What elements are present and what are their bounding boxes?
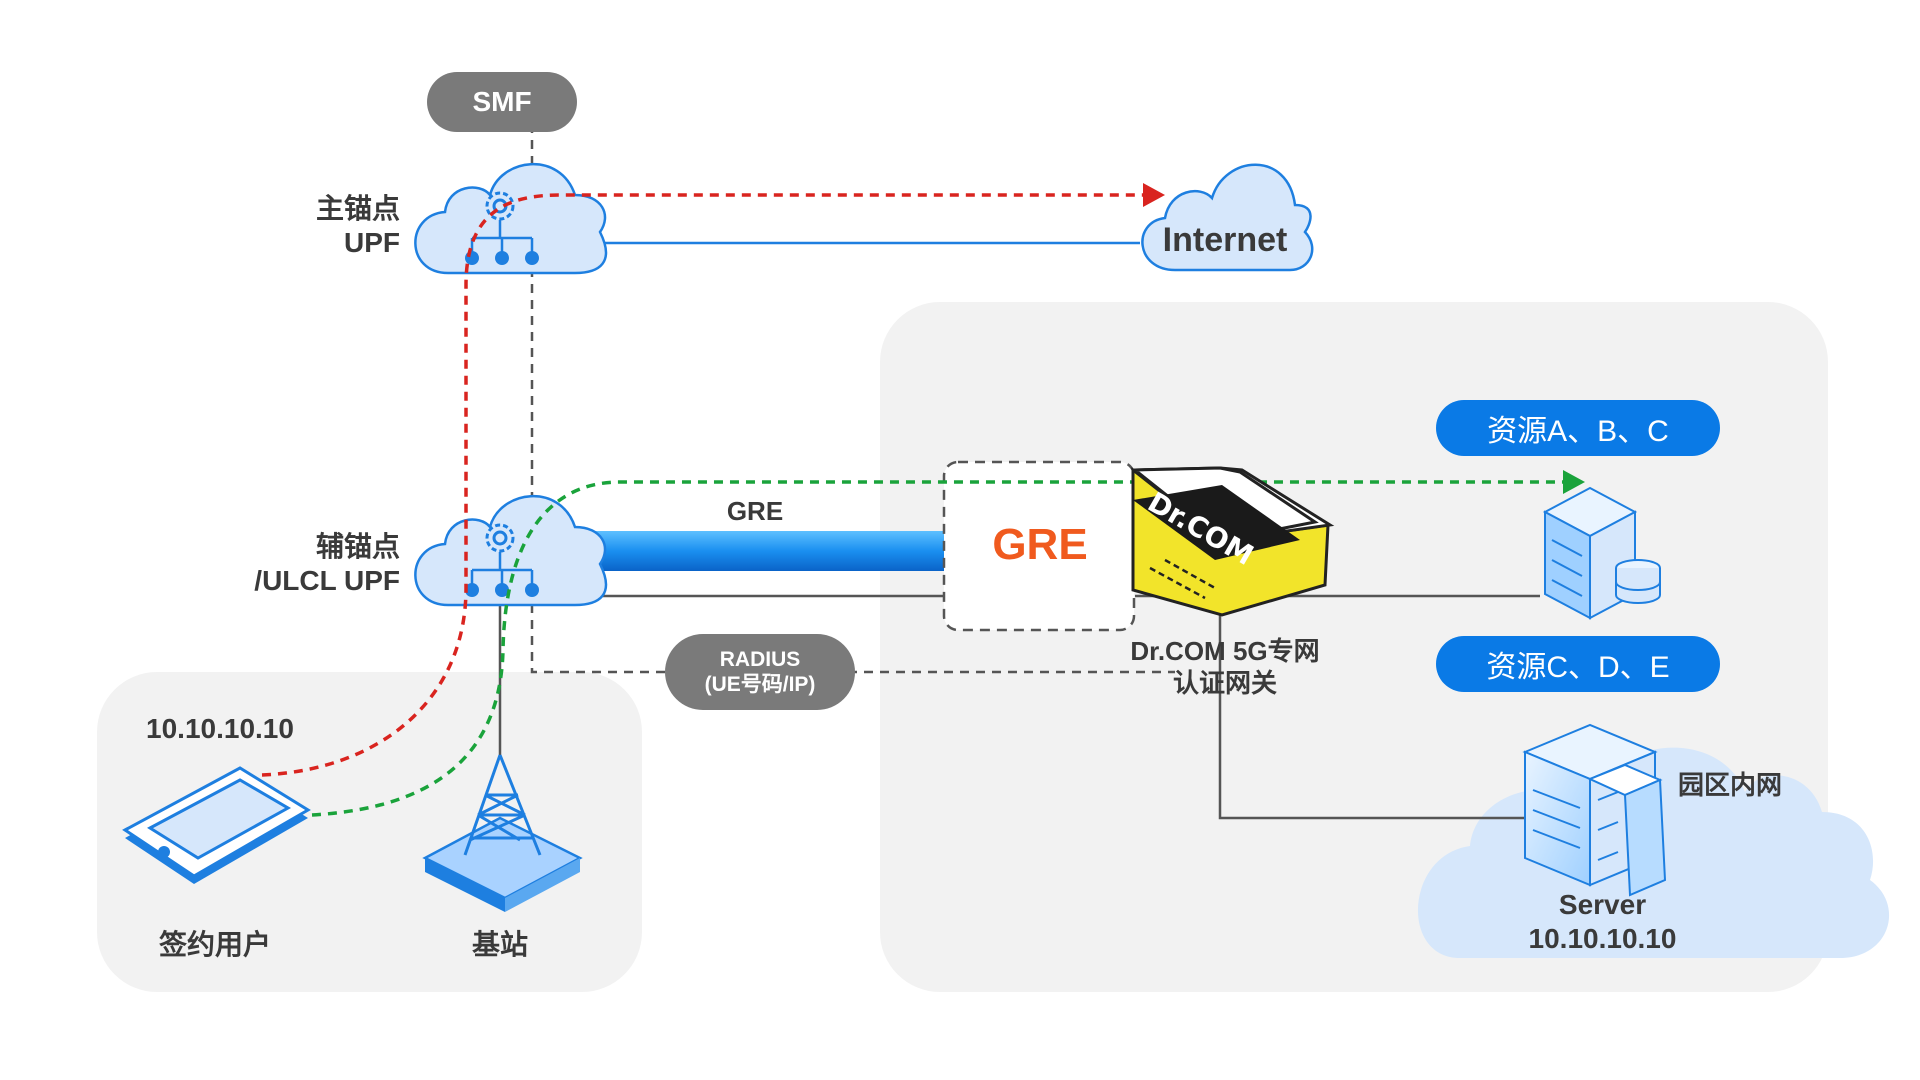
server-icon: [1522, 723, 1667, 897]
smf-node: SMF: [427, 72, 577, 132]
server-line2: 10.10.10.10: [1528, 923, 1677, 955]
user-ip-label: 10.10.10.10: [146, 713, 294, 744]
gateway-label: Dr.COM 5G专网 认证网关: [1105, 636, 1345, 699]
gateway-campus-link: [1218, 605, 1540, 820]
main-upf-cloud: [414, 162, 608, 275]
base-station-label: 基站: [471, 929, 528, 960]
main-upf-line1: 主锚点: [315, 193, 400, 224]
port-dot: [465, 583, 479, 597]
radius-node: RADIUS (UE号码/IP): [665, 634, 855, 710]
red-arrow: [1143, 183, 1165, 207]
phone-icon: [122, 766, 311, 884]
resources-bottom-badge: 资源C、D、E: [1436, 636, 1720, 692]
server-label: Server 10.10.10.10: [1495, 888, 1710, 956]
aux-upf-cloud: [414, 494, 608, 607]
green-path: [311, 480, 1568, 817]
main-upf-label: 主锚点 UPF: [290, 192, 400, 260]
campus-label: 园区内网: [1677, 770, 1782, 800]
upf-tree-icon: [470, 220, 534, 258]
port-dot: [465, 251, 479, 265]
gre-box-label: GRE: [992, 520, 1088, 569]
tower-icon: [422, 754, 583, 912]
smf-control-line: [530, 124, 1175, 674]
radius-line1: RADIUS: [719, 647, 801, 671]
port-dot: [525, 583, 539, 597]
router-icon: Dr.COM: [1130, 466, 1335, 617]
upf-tree-icon: [470, 552, 534, 590]
aux-upf-line1: 辅锚点: [315, 531, 400, 562]
aux-upf-label: 辅锚点 /ULCL UPF: [220, 530, 400, 598]
left-panel: [97, 672, 642, 992]
database-icon: [1615, 559, 1661, 604]
resources-top-badge: 资源A、B、C: [1436, 400, 1720, 456]
port-dot: [495, 251, 509, 265]
green-arrow: [1563, 470, 1585, 494]
gre-tunnel-label: GRE: [726, 496, 784, 526]
gre-box: [942, 460, 1136, 632]
radius-line2: (UE号码/IP): [704, 673, 816, 696]
internet-label: Internet: [1162, 221, 1288, 259]
server-line1: Server: [1558, 889, 1647, 920]
main-upf-line2: UPF: [344, 227, 400, 259]
gateway-line2: 认证网关: [1172, 667, 1277, 698]
port-dot: [495, 583, 509, 597]
gear-icon: [485, 523, 515, 553]
port-dot: [525, 251, 539, 265]
user-label: 签约用户: [158, 929, 271, 960]
aux-upf-line2: /ULCL UPF: [254, 565, 400, 597]
gateway-line1: Dr.COM 5G专网: [1130, 636, 1320, 666]
internet-cloud: [1141, 163, 1314, 272]
gre-tunnel-tube: [565, 530, 972, 572]
